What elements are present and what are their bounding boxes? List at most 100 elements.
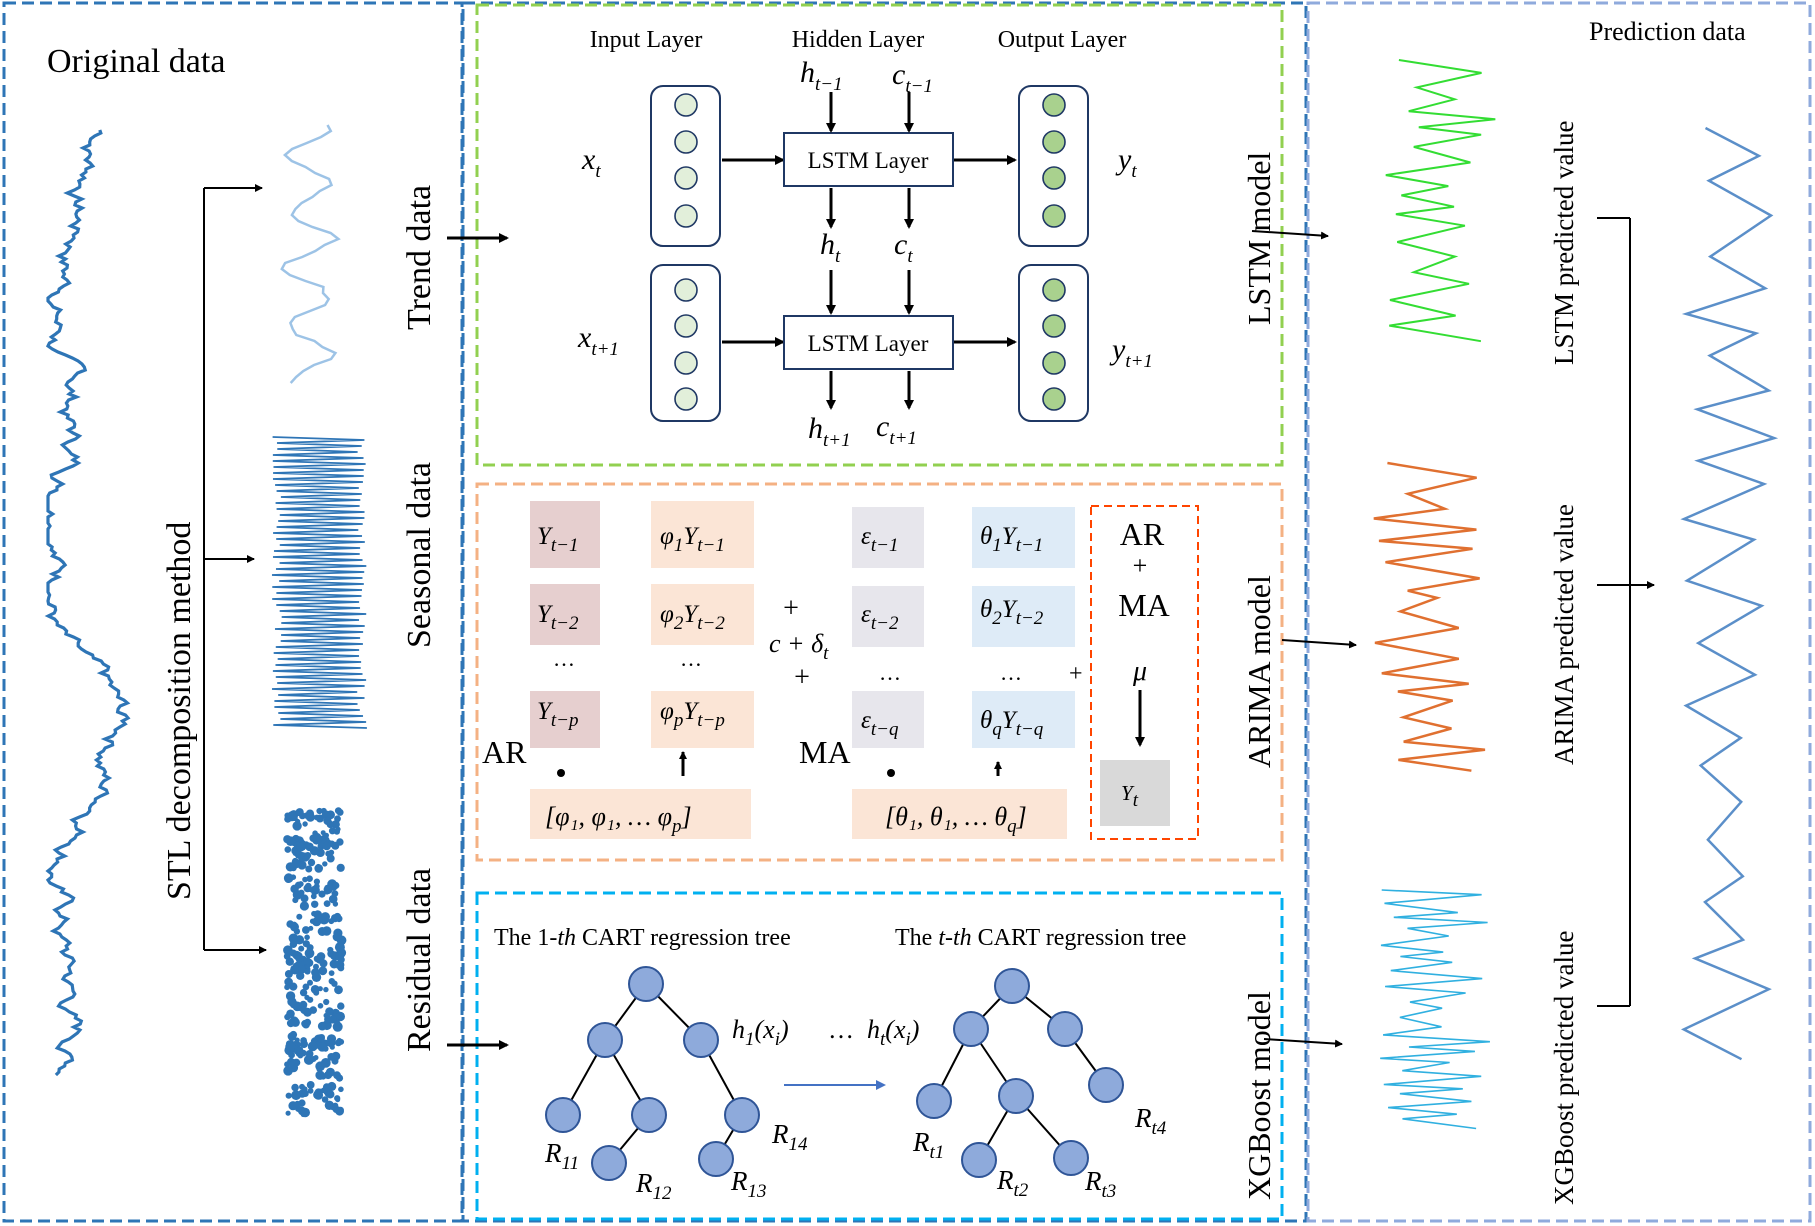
tree-node bbox=[724, 1097, 760, 1133]
phi-term-p: φpYt−p bbox=[660, 698, 725, 731]
yt-result: Yt bbox=[1121, 781, 1139, 811]
residual-point bbox=[303, 1007, 312, 1017]
residual-point bbox=[337, 953, 344, 959]
output-neuron-box-1 bbox=[1018, 85, 1089, 247]
residual-point bbox=[304, 934, 310, 941]
residual-point bbox=[335, 826, 341, 832]
residual-point bbox=[286, 1019, 295, 1028]
residual-point bbox=[287, 949, 294, 955]
middle-panel-border bbox=[461, 1, 1308, 1223]
leaf-r13: R13 bbox=[730, 1166, 767, 1202]
h1-function: h1(xi) bbox=[732, 1015, 789, 1050]
eps-term-box-2 bbox=[852, 586, 924, 647]
residual-point bbox=[289, 940, 298, 948]
right-panel-border bbox=[1306, 1, 1812, 1223]
arima-to-prediction-arrow bbox=[1281, 639, 1357, 649]
plus-bottom: + bbox=[794, 662, 810, 693]
residual-point bbox=[337, 1002, 345, 1010]
prediction-merge-bracket bbox=[1597, 217, 1655, 1007]
lstm-layer-box-2 bbox=[783, 315, 954, 370]
residual-point bbox=[307, 979, 313, 986]
residual-point bbox=[305, 812, 315, 822]
theta-vector: [θ₁, θ₁, … θq] bbox=[885, 802, 1027, 837]
theta-vector-box bbox=[852, 789, 1067, 839]
residual-point bbox=[313, 833, 322, 842]
residual-point bbox=[285, 1110, 291, 1116]
output-neuron bbox=[1042, 278, 1066, 302]
residual-point bbox=[323, 998, 330, 1006]
ar-label: AR bbox=[482, 734, 527, 770]
stl-seasonal-series bbox=[271, 436, 367, 729]
tree-node bbox=[1088, 1067, 1124, 1103]
residual-point bbox=[307, 1087, 314, 1094]
residual-point bbox=[332, 901, 339, 907]
lstm-layer-label-1: LSTM Layer bbox=[808, 148, 929, 173]
residual-point bbox=[334, 1039, 342, 1047]
input-neuron bbox=[674, 166, 698, 190]
residual-point bbox=[302, 855, 309, 862]
residual-point bbox=[327, 1053, 336, 1061]
residual-point bbox=[290, 964, 300, 975]
residual-point bbox=[329, 1044, 335, 1050]
residual-point bbox=[300, 1107, 311, 1118]
residual-point bbox=[322, 1045, 329, 1052]
residual-point bbox=[312, 847, 319, 854]
prediction-data-title: Prediction data bbox=[1589, 17, 1746, 46]
leaf-r11: R11 bbox=[544, 1138, 579, 1174]
residual-point bbox=[291, 858, 301, 869]
residual-point bbox=[307, 1041, 318, 1052]
residual-point bbox=[285, 1092, 292, 1099]
residual-point bbox=[293, 951, 303, 961]
residual-point bbox=[307, 858, 316, 867]
phi-ellipsis: … bbox=[680, 646, 702, 671]
phi-term-box-1 bbox=[651, 501, 754, 568]
arima-prediction-series bbox=[1373, 461, 1486, 772]
eps-term-1: εt−1 bbox=[861, 523, 898, 556]
residual-point bbox=[326, 854, 335, 863]
residual-point bbox=[320, 1058, 331, 1068]
yt-result-box bbox=[1100, 760, 1170, 826]
residual-point bbox=[292, 821, 302, 831]
lstm-row-1: LSTM Layer bbox=[650, 85, 1089, 247]
plus-top: + bbox=[783, 593, 799, 624]
output-y-t: yt bbox=[1115, 143, 1137, 182]
output-neuron bbox=[1042, 166, 1066, 190]
ma-dot bbox=[887, 769, 895, 777]
theta-term-2: θ2Yt−2 bbox=[980, 596, 1044, 629]
combine-ma: MA bbox=[1118, 587, 1170, 623]
residual-point bbox=[291, 1083, 299, 1092]
residual-point bbox=[323, 900, 331, 907]
residual-point bbox=[317, 1003, 324, 1009]
residual-point bbox=[335, 960, 345, 970]
residual-point bbox=[332, 932, 342, 942]
residual-point bbox=[328, 918, 335, 925]
hidden-layer-header: Hidden Layer bbox=[792, 27, 925, 53]
input-x-t1: xt+1 bbox=[577, 321, 619, 360]
tree-node bbox=[998, 1078, 1034, 1114]
residual-point bbox=[326, 820, 334, 829]
combine-ar: AR bbox=[1120, 516, 1165, 552]
trend-data-label: Trend data bbox=[401, 185, 438, 330]
residual-point bbox=[289, 982, 298, 991]
residual-point bbox=[303, 957, 311, 965]
residual-point bbox=[295, 852, 301, 859]
state-c-next: ct+1 bbox=[876, 410, 917, 449]
residual-point bbox=[322, 842, 331, 851]
residual-point bbox=[318, 966, 328, 976]
phi-vector-box bbox=[530, 789, 751, 839]
tree-ellipsis: … bbox=[828, 1015, 854, 1044]
input-layer-header: Input Layer bbox=[590, 27, 703, 53]
residual-point bbox=[335, 1106, 344, 1116]
ar-term-p: Yt−p bbox=[537, 698, 579, 731]
residual-point bbox=[302, 983, 310, 991]
lstm-layer-box-1 bbox=[783, 132, 954, 187]
residual-point bbox=[313, 910, 323, 919]
residual-point bbox=[317, 986, 323, 992]
residual-point bbox=[298, 889, 305, 896]
residual-point bbox=[324, 884, 330, 891]
tree-node bbox=[961, 1142, 997, 1178]
tree-node bbox=[994, 968, 1030, 1004]
residual-point bbox=[285, 991, 296, 1001]
tree-node bbox=[1053, 1140, 1089, 1176]
